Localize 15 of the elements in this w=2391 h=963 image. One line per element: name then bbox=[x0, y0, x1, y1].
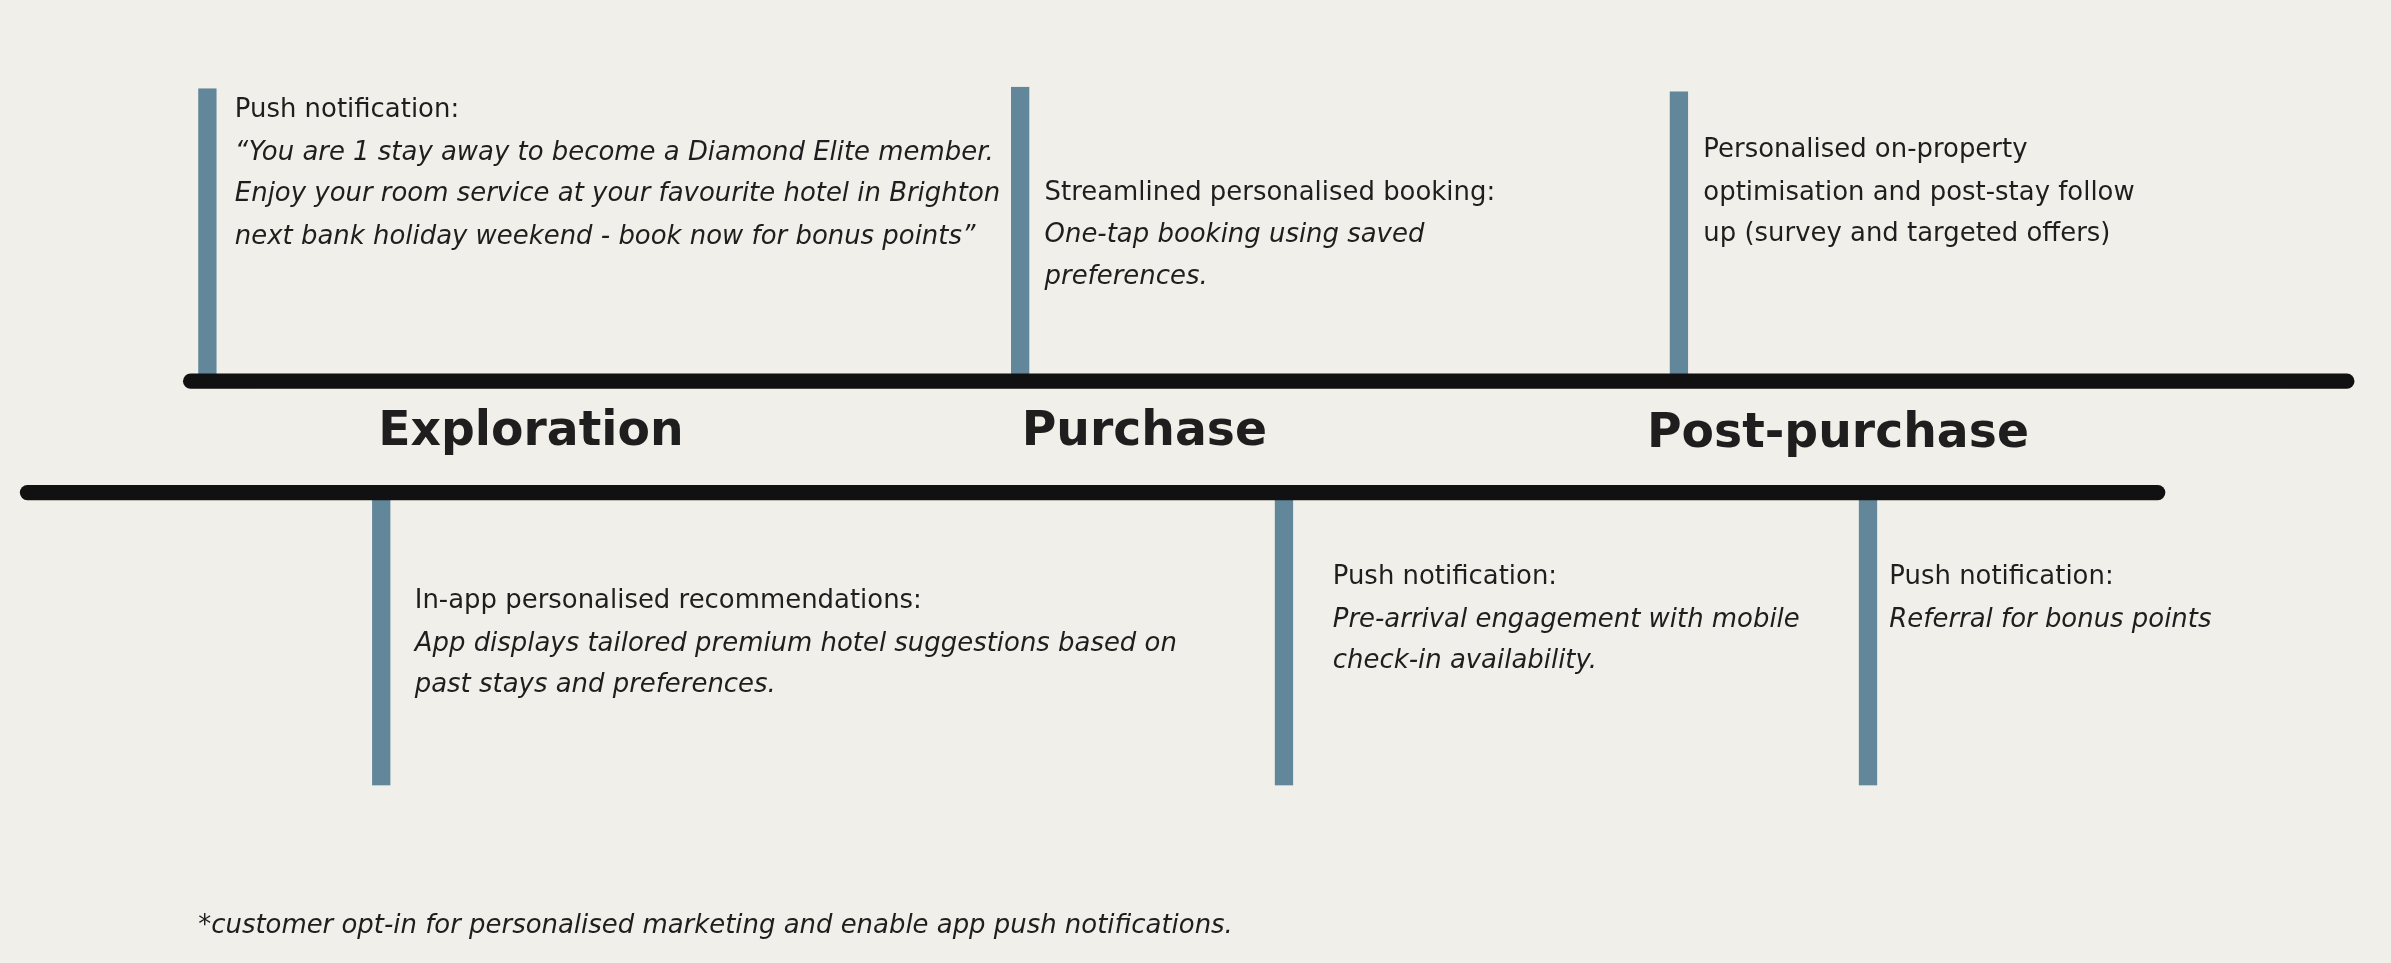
stage-heading: Exploration bbox=[378, 401, 684, 456]
note-heading: In-app personalised recommendations: bbox=[414, 583, 923, 617]
footnote: *customer opt-in for personalised marketing and enable app push notifications. bbox=[198, 908, 1233, 940]
note-description: App displays tailored premium hotel suggestions based on past stays and preferences. bbox=[414, 624, 1178, 701]
stage-heading: Post-purchase bbox=[1646, 402, 2029, 458]
note-description: Pre-arrival engagement with mobile check-in availability. bbox=[1332, 600, 1801, 676]
note-heading: Push notification: bbox=[234, 92, 461, 126]
note-description: “You are 1 stay away to become a Diamond Elite member. Enjoy your room service at your favourite hotel in Brighton next bank holiday weekend - book now for bonus points” bbox=[234, 133, 1002, 252]
note-description: Referral for bonus points bbox=[1889, 600, 2213, 635]
note-description: One-tap booking using saved preferences. bbox=[1044, 216, 1426, 292]
stage-heading: Purchase bbox=[1021, 401, 1268, 456]
note-heading: Streamlined personalised booking: bbox=[1044, 174, 1497, 208]
note-heading: Push notification: bbox=[1332, 558, 1559, 593]
note-heading: Push notification: bbox=[1889, 558, 2115, 593]
note-heading: Personalised on-property optimisation and post-stay follow up (survey and targeted offers) bbox=[1703, 131, 2136, 250]
